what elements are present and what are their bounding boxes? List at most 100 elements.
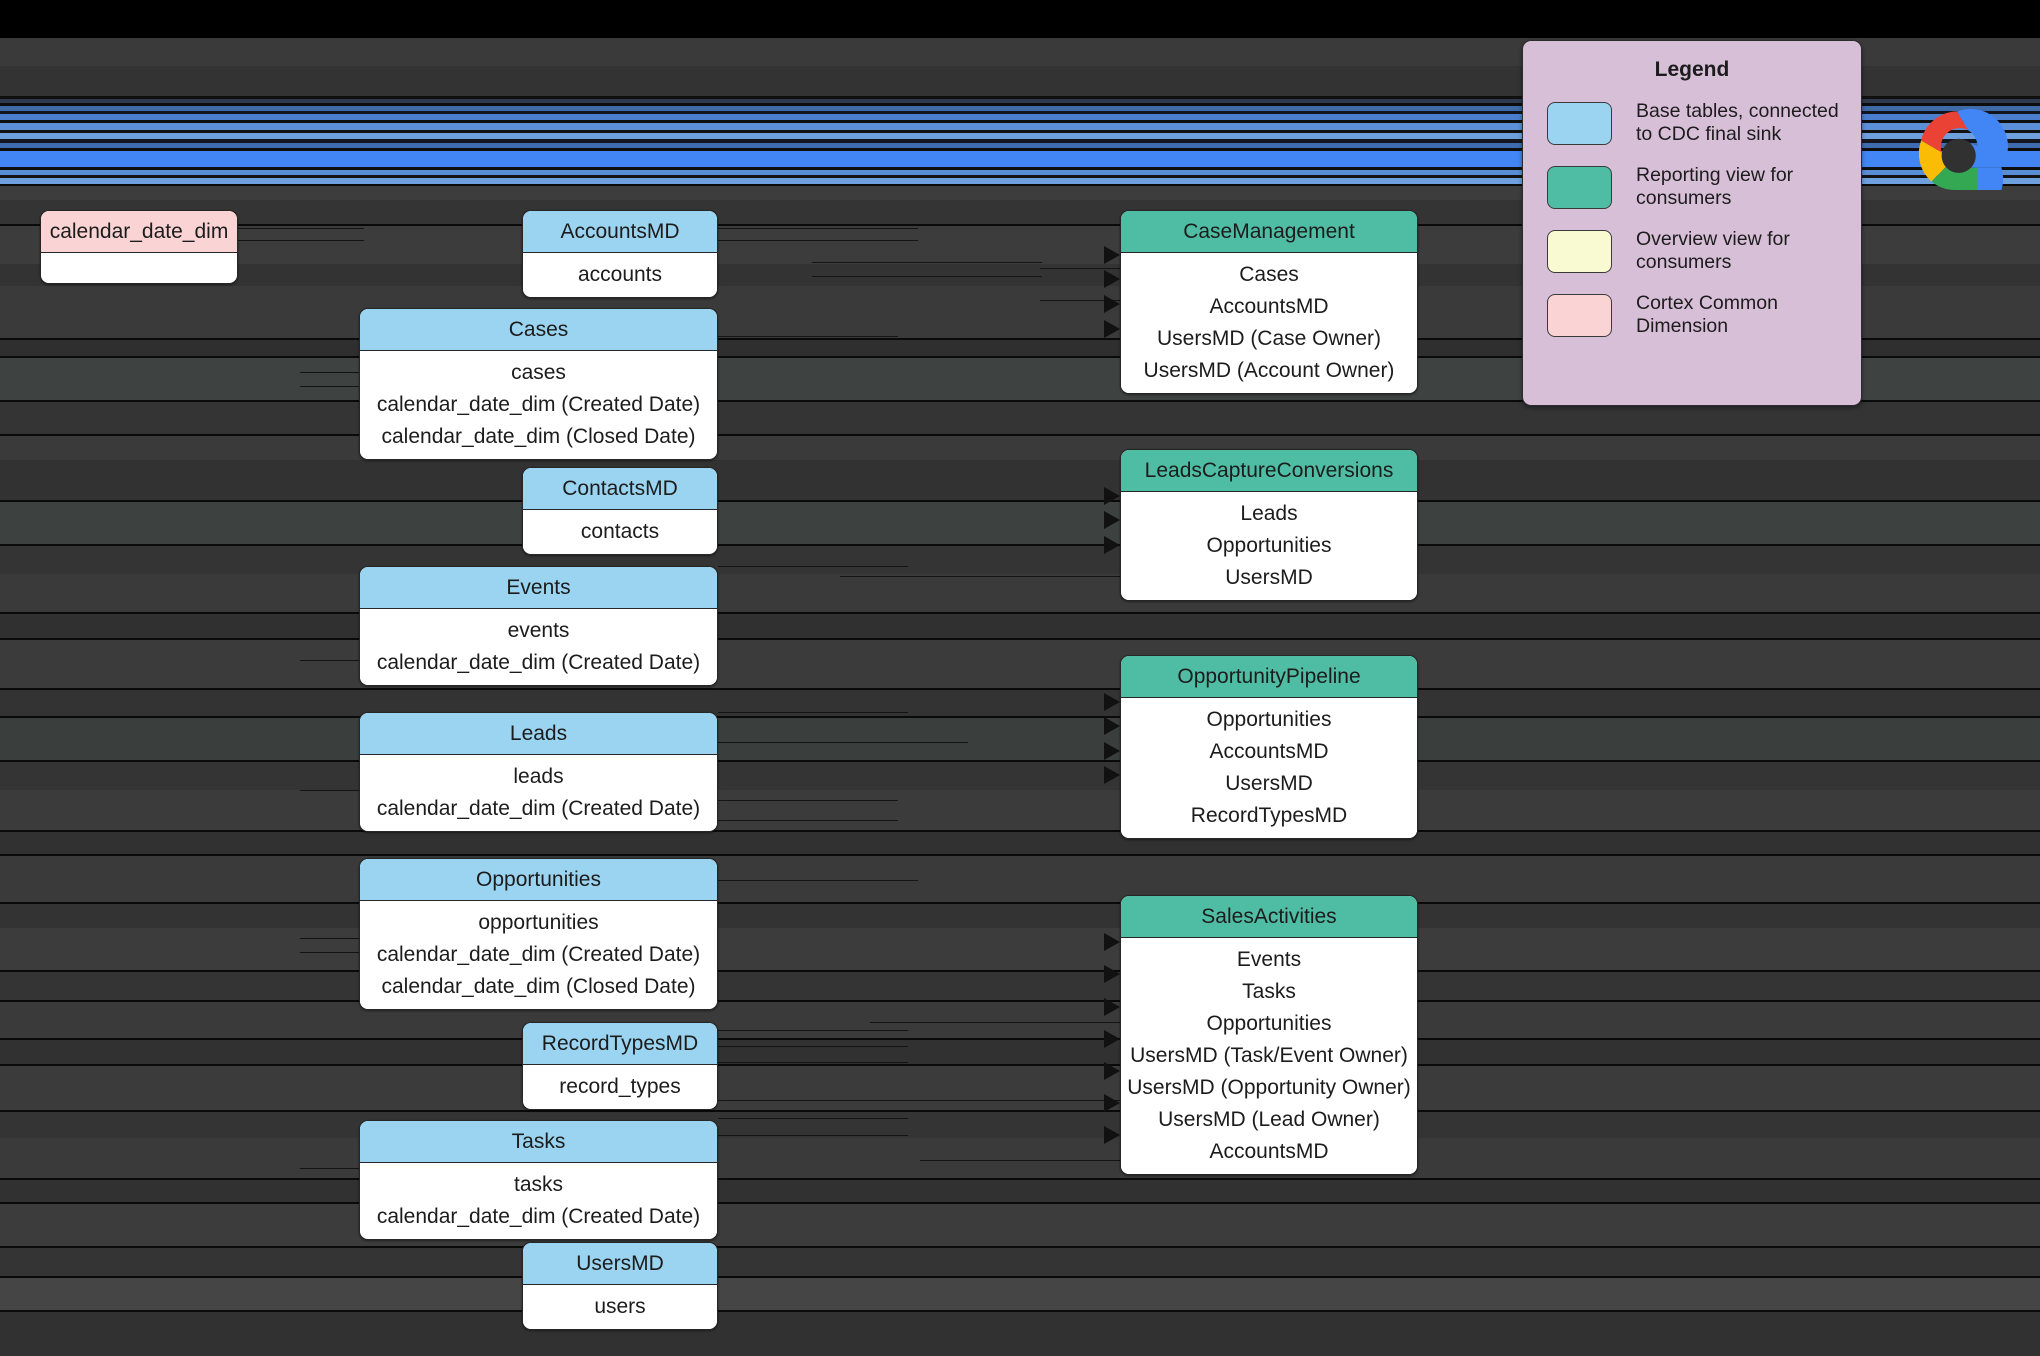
node-header-UsersMD: UsersMD (523, 1243, 717, 1285)
node-header-Tasks: Tasks (360, 1121, 717, 1163)
legend-swatch-3 (1547, 293, 1612, 337)
node-row: calendar_date_dim (Created Date) (376, 943, 701, 966)
legend-item-2: Overview view for consumers (1523, 228, 1861, 274)
node-body-Cases: cases calendar_date_dim (Created Date) cal… (360, 351, 717, 459)
node-UsersMD[interactable]: UsersMD users (522, 1242, 718, 1330)
node-header-SalesActivities: SalesActivities (1121, 896, 1417, 938)
node-header-ContactsMD: ContactsMD (523, 468, 717, 510)
node-row: contacts (580, 520, 660, 543)
node-body-Opportunities: opportunities calendar_date_dim (Created … (360, 901, 717, 1009)
node-Opportunities[interactable]: Opportunities opportunities calendar_date_… (359, 858, 718, 1010)
legend-item-0: Base tables, connected to CDC final sink (1523, 100, 1861, 146)
legend-swatch-2 (1547, 229, 1612, 273)
node-body-Events: events calendar_date_dim (Created Date) (360, 609, 717, 685)
edge-arrowhead (1104, 295, 1120, 313)
legend-label-1: Reporting view for consumers (1636, 164, 1794, 209)
legend-panel: Legend Base tables, connected to CDC fin… (1522, 40, 1862, 406)
node-row: calendar_date_dim (Closed Date) (381, 425, 696, 448)
node-row: leads (513, 765, 564, 788)
node-row: tasks (513, 1173, 563, 1196)
node-row: UsersMD (Lead Owner) (1158, 1108, 1380, 1131)
node-header-Cases: Cases (360, 309, 717, 351)
edge-arrowhead (1104, 742, 1120, 760)
node-header-LeadsCaptureConversions: LeadsCaptureConversions (1121, 450, 1417, 492)
node-row: Tasks (1242, 980, 1296, 1003)
node-header-CaseManagement: CaseManagement (1121, 211, 1417, 253)
edge-arrowhead (1104, 717, 1120, 735)
node-row: UsersMD (1225, 772, 1313, 795)
node-header-AccountsMD: AccountsMD (523, 211, 717, 253)
legend-rows: Base tables, connected to CDC final sink… (1523, 100, 1861, 338)
node-row: UsersMD (Task/Event Owner) (1130, 1044, 1408, 1067)
node-body-Leads: leads calendar_date_dim (Created Date) (360, 755, 717, 831)
edge-arrowhead (1104, 270, 1120, 288)
node-body-Tasks: tasks calendar_date_dim (Created Date) (360, 1163, 717, 1239)
node-row: AccountsMD (1209, 1140, 1329, 1163)
node-header-OpportunityPipeline: OpportunityPipeline (1121, 656, 1417, 698)
node-Events[interactable]: Events events calendar_date_dim (Created D… (359, 566, 718, 686)
node-row: UsersMD (1225, 566, 1313, 589)
legend-label-3: Cortex Common Dimension (1636, 292, 1778, 337)
legend-label-2: Overview view for consumers (1636, 228, 1790, 273)
node-row: calendar_date_dim (Created Date) (376, 1205, 701, 1228)
edge-arrowhead (1104, 766, 1120, 784)
node-row: Opportunities (1206, 1012, 1332, 1035)
node-row: RecordTypesMD (1190, 804, 1348, 827)
node-ContactsMD[interactable]: ContactsMD contacts (522, 467, 718, 555)
legend-item-1: Reporting view for consumers (1523, 164, 1861, 210)
node-row: cases (511, 361, 566, 384)
node-row: calendar_date_dim (Closed Date) (381, 975, 696, 998)
node-row: AccountsMD (1209, 295, 1329, 318)
node-row: Opportunities (1206, 534, 1332, 557)
node-body-calendar_date_dim (41, 253, 237, 283)
edge-arrowhead (1104, 511, 1120, 529)
edge-arrowhead (1104, 320, 1120, 338)
legend-label-0: Base tables, connected to CDC final sink (1636, 100, 1839, 145)
node-body-UsersMD: users (523, 1285, 717, 1329)
edge-arrowhead (1104, 246, 1120, 264)
legend-swatch-0 (1547, 101, 1612, 145)
node-row: record_types (559, 1075, 681, 1098)
node-row: opportunities (478, 911, 599, 934)
node-body-AccountsMD: accounts (523, 253, 717, 297)
node-row: Opportunities (1206, 708, 1332, 731)
node-row: accounts (577, 263, 663, 286)
node-row: UsersMD (Account Owner) (1143, 359, 1395, 382)
edge-arrowhead (1104, 1126, 1120, 1144)
node-header-Opportunities: Opportunities (360, 859, 717, 901)
node-body-RecordTypesMD: record_types (523, 1065, 717, 1109)
node-header-Events: Events (360, 567, 717, 609)
node-RecordTypesMD[interactable]: RecordTypesMD record_types (522, 1022, 718, 1110)
node-row: users (594, 1295, 646, 1318)
node-row: calendar_date_dim (Created Date) (376, 393, 701, 416)
node-Tasks[interactable]: Tasks tasks calendar_date_dim (Created Dat… (359, 1120, 718, 1240)
node-header-RecordTypesMD: RecordTypesMD (523, 1023, 717, 1065)
node-row: calendar_date_dim (Created Date) (376, 797, 701, 820)
legend-swatch-1 (1547, 165, 1612, 209)
node-row: events (507, 619, 570, 642)
top-black-bar (0, 0, 2040, 38)
node-row: calendar_date_dim (Created Date) (376, 651, 701, 674)
google-cloud-logo (1905, 108, 2009, 191)
legend-item-3: Cortex Common Dimension (1523, 292, 1861, 338)
node-AccountsMD[interactable]: AccountsMD accounts (522, 210, 718, 298)
node-row: AccountsMD (1209, 740, 1329, 763)
legend-title: Legend (1654, 58, 1730, 81)
node-row: Events (1236, 948, 1302, 971)
node-row: Cases (1239, 263, 1299, 286)
edge-arrowhead (1104, 965, 1120, 983)
edge-arrowhead (1104, 487, 1120, 505)
node-Cases[interactable]: Cases cases calendar_date_dim (Created Dat… (359, 308, 718, 460)
node-calendar_date_dim[interactable]: calendar_date_dim (40, 210, 238, 284)
node-header-calendar_date_dim: calendar_date_dim (41, 211, 237, 253)
